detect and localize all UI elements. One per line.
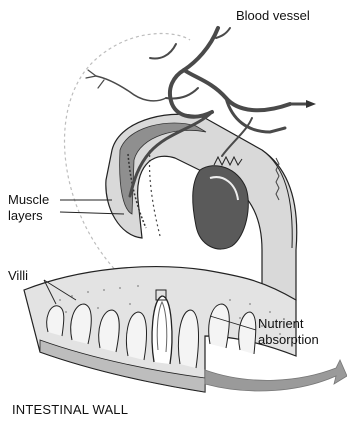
nutrient-flow-arrow xyxy=(205,360,347,391)
nutrient-absorption-label: Nutrient absorption xyxy=(258,316,346,348)
vessel-flow-arrowhead xyxy=(306,100,316,108)
villus-highlighted xyxy=(152,296,172,364)
diagram-title: INTESTINAL WALL xyxy=(12,402,128,418)
villi-label: Villi xyxy=(8,268,28,284)
muscle-layers-label: Muscle layers xyxy=(8,192,68,224)
blood-vessel-label: Blood vessel xyxy=(236,8,310,24)
